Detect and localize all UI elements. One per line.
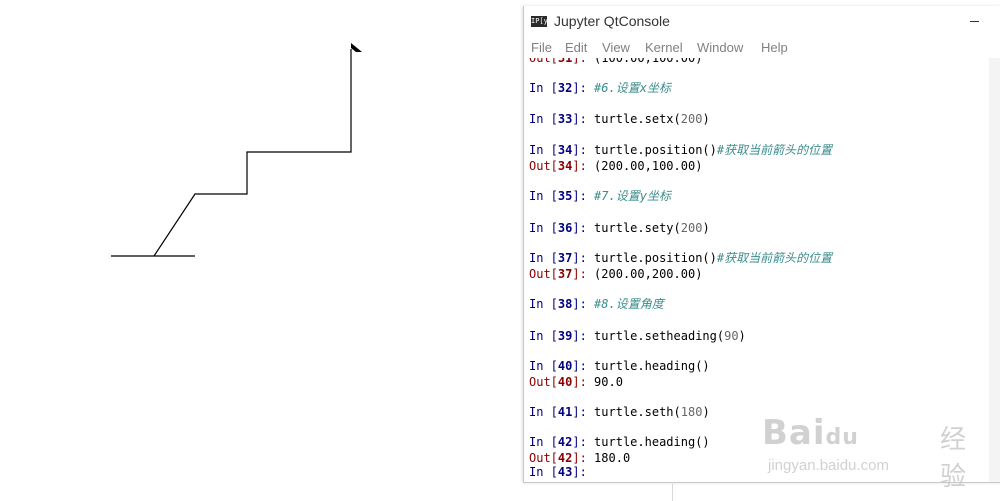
output-line: Out[34]: (200.00,100.00) <box>529 158 702 174</box>
minimize-icon[interactable] <box>970 21 979 22</box>
input-line: In [38]: #8.设置角度 <box>529 296 664 312</box>
code-comment: #获取当前箭头的位置 <box>716 143 833 157</box>
code-comment: #6.设置x坐标 <box>594 81 671 95</box>
ipython-icon: IP[y]: <box>531 16 557 27</box>
code-text: ) <box>738 329 746 343</box>
menu-file[interactable]: File <box>531 40 552 55</box>
qtconsole-window: IP[y]: Jupyter QtConsole File Edit View … <box>523 6 1000 483</box>
prompt: Out[34]: <box>529 159 595 173</box>
code-text: ) <box>702 112 710 126</box>
prompt: In [42]: <box>529 435 595 449</box>
code-comment: #获取当前箭头的位置 <box>716 251 833 265</box>
code-comment: #7.设置y坐标 <box>594 189 671 203</box>
menu-help[interactable]: Help <box>761 40 788 55</box>
prompt: Out[37]: <box>529 267 595 281</box>
prompt: In [32]: <box>529 81 595 95</box>
code-number: 200 <box>680 112 703 126</box>
code-text: turtle.heading() <box>594 359 710 373</box>
menu-window[interactable]: Window <box>697 40 744 55</box>
code-text: turtle.heading() <box>594 435 710 449</box>
output-text: (200.00,100.00) <box>594 159 703 173</box>
menu-view[interactable]: View <box>602 40 630 55</box>
menu-bar: File Edit View Kernel Window Help <box>524 38 1000 58</box>
code-number: 200 <box>680 221 703 235</box>
prompt: In [35]: <box>529 189 595 203</box>
code-text: turtle.position() <box>594 143 717 157</box>
code-text: turtle.position() <box>594 251 717 265</box>
input-line: In [33]: turtle.setx(200) <box>529 111 710 127</box>
prompt: Out[31]: <box>529 58 595 65</box>
prompt: In [38]: <box>529 297 595 311</box>
code-comment: #8.设置角度 <box>594 297 664 311</box>
prompt: In [33]: <box>529 112 595 126</box>
prompt: In [43]: <box>529 465 595 479</box>
prompt: Out[40]: <box>529 375 595 389</box>
turtle-drawing <box>111 43 362 257</box>
input-line: In [32]: #6.设置x坐标 <box>529 80 671 96</box>
input-line: In [37]: turtle.position()#获取当前箭头的位置 <box>529 250 832 266</box>
input-line: In [40]: turtle.heading() <box>529 358 710 374</box>
console-output[interactable]: Out[31]: (100.00,100.00) In [32]: #6.设置x坐… <box>524 58 989 482</box>
output-text: 90.0 <box>594 375 623 389</box>
output-line: Out[31]: (100.00,100.00) <box>529 58 702 66</box>
code-text: ) <box>702 405 710 419</box>
output-text: 180.0 <box>594 451 631 465</box>
output-line: Out[42]: 180.0 <box>529 450 630 466</box>
output-text: (200.00,200.00) <box>594 267 703 281</box>
output-text: (100.00,100.00) <box>594 58 703 65</box>
turtle-path-steps <box>153 49 352 257</box>
code-text: turtle.seth( <box>594 405 681 419</box>
prompt: In [36]: <box>529 221 595 235</box>
menu-edit[interactable]: Edit <box>565 40 588 55</box>
turtle-arrow-icon <box>351 43 362 52</box>
input-line: In [42]: turtle.heading() <box>529 434 710 450</box>
prompt: Out[42]: <box>529 451 595 465</box>
input-line: In [34]: turtle.position()#获取当前箭头的位置 <box>529 142 832 158</box>
console-scrollbar[interactable] <box>989 58 1000 482</box>
prompt: In [41]: <box>529 405 595 419</box>
code-number: 90 <box>724 329 739 343</box>
prompt: In [34]: <box>529 143 595 157</box>
output-line: Out[37]: (200.00,200.00) <box>529 266 702 282</box>
input-line: In [41]: turtle.seth(180) <box>529 404 710 420</box>
prompt: In [37]: <box>529 251 595 265</box>
menu-kernel[interactable]: Kernel <box>645 40 683 55</box>
code-text: ) <box>702 221 710 235</box>
code-text: turtle.sety( <box>594 221 681 235</box>
prompt: In [40]: <box>529 359 595 373</box>
code-text: turtle.setheading( <box>594 329 725 343</box>
code-text: turtle.setx( <box>594 112 681 126</box>
prompt: In [39]: <box>529 329 595 343</box>
input-line: In [36]: turtle.sety(200) <box>529 220 710 236</box>
output-line: Out[40]: 90.0 <box>529 374 623 390</box>
code-number: 180 <box>680 405 703 419</box>
input-line: In [35]: #7.设置y坐标 <box>529 188 671 204</box>
input-line: In [39]: turtle.setheading(90) <box>529 328 746 344</box>
title-bar[interactable]: IP[y]: Jupyter QtConsole <box>524 6 1000 38</box>
input-line: In [43]: <box>529 464 594 480</box>
divider <box>672 482 673 501</box>
window-title: Jupyter QtConsole <box>554 13 670 29</box>
